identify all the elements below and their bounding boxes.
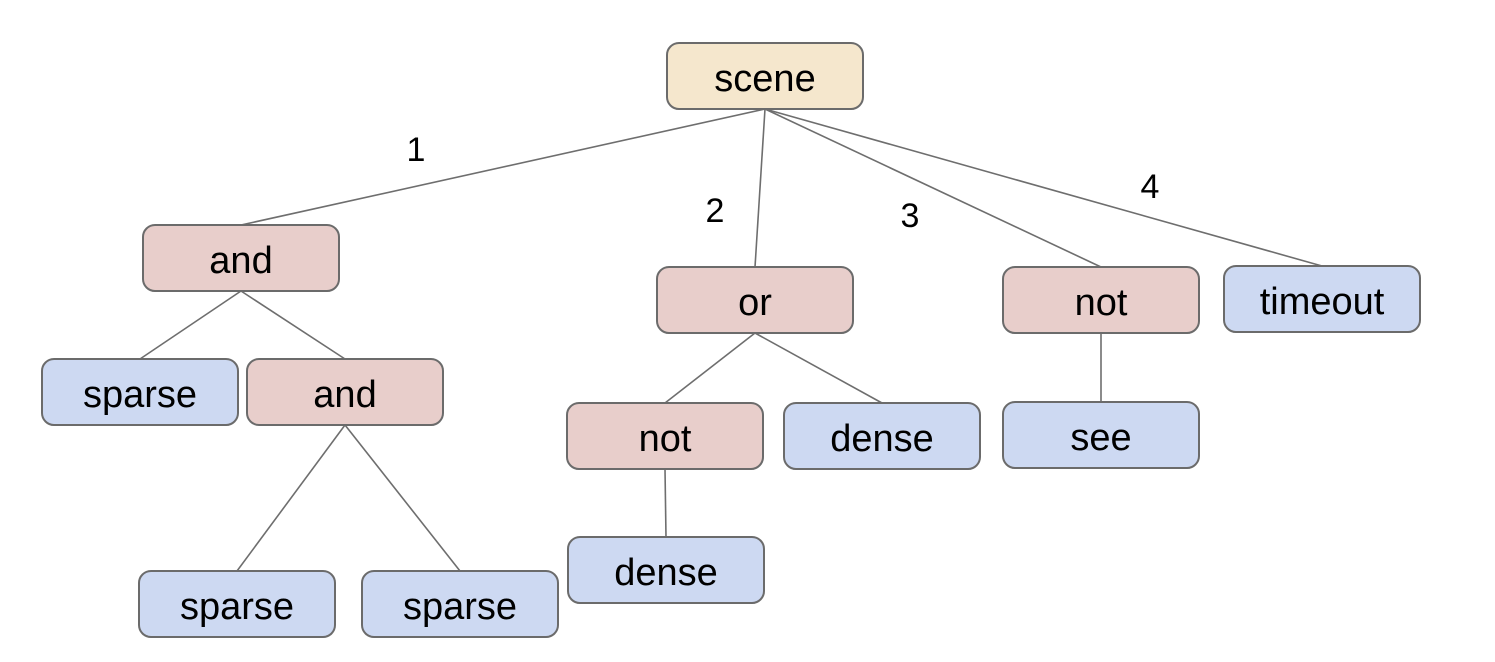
node-box-sparse-1 xyxy=(41,358,239,426)
edge-scene-or-1 xyxy=(754,108,766,268)
edge-scene-not-2 xyxy=(764,108,1102,268)
node-dense-2: dense xyxy=(567,536,765,604)
node-sparse-1: sparse xyxy=(41,358,239,426)
node-label-timeout-1: timeout xyxy=(1260,281,1385,323)
node-label-and-2: and xyxy=(313,374,376,416)
node-label-and-1: and xyxy=(209,240,272,282)
node-label-not-1: not xyxy=(639,418,692,460)
node-box-not-1 xyxy=(566,402,764,470)
node-box-dense-1 xyxy=(783,402,981,470)
node-box-dense-2 xyxy=(567,536,765,604)
node-box-or-1 xyxy=(656,266,854,334)
node-not-2: not xyxy=(1002,266,1200,334)
node-and-2: and xyxy=(246,358,444,426)
node-label-not-2: not xyxy=(1075,282,1128,324)
node-label-scene: scene xyxy=(714,58,815,100)
node-box-and-1 xyxy=(142,224,340,292)
node-label-or-1: or xyxy=(738,282,772,324)
edge-and-1-and-2 xyxy=(240,290,346,360)
node-see-1: see xyxy=(1002,401,1200,469)
node-label-dense-1: dense xyxy=(830,418,934,460)
node-and-1: and xyxy=(142,224,340,292)
edge-or-1-not-1 xyxy=(664,332,756,404)
node-scene: scene xyxy=(666,42,864,110)
node-not-1: not xyxy=(566,402,764,470)
node-box-sparse-2 xyxy=(138,570,336,638)
edge-and-2-sparse-3 xyxy=(344,424,461,572)
node-sparse-2: sparse xyxy=(138,570,336,638)
node-label-dense-2: dense xyxy=(614,552,718,594)
edge-not-1-dense-2 xyxy=(664,468,667,538)
node-box-not-2 xyxy=(1002,266,1200,334)
edge-scene-and-1 xyxy=(240,108,766,226)
edge-or-1-dense-1 xyxy=(754,332,883,404)
edge-label-4: 4 xyxy=(1141,168,1160,206)
node-label-sparse-2: sparse xyxy=(180,586,294,628)
node-box-and-2 xyxy=(246,358,444,426)
edge-label-1: 1 xyxy=(407,131,426,169)
edge-and-1-sparse-1 xyxy=(139,290,242,360)
node-box-sparse-3 xyxy=(361,570,559,638)
node-label-see-1: see xyxy=(1070,417,1131,459)
edge-label-2: 2 xyxy=(706,192,725,230)
node-sparse-3: sparse xyxy=(361,570,559,638)
node-box-see-1 xyxy=(1002,401,1200,469)
edge-scene-timeout-1 xyxy=(764,108,1323,267)
node-timeout-1: timeout xyxy=(1223,265,1421,333)
node-dense-1: dense xyxy=(783,402,981,470)
edge-and-2-sparse-2 xyxy=(236,424,346,572)
node-box-scene xyxy=(666,42,864,110)
node-box-timeout-1 xyxy=(1223,265,1421,333)
node-label-sparse-1: sparse xyxy=(83,374,197,416)
edge-label-3: 3 xyxy=(901,197,920,235)
node-label-sparse-3: sparse xyxy=(403,586,517,628)
node-or-1: or xyxy=(656,266,854,334)
